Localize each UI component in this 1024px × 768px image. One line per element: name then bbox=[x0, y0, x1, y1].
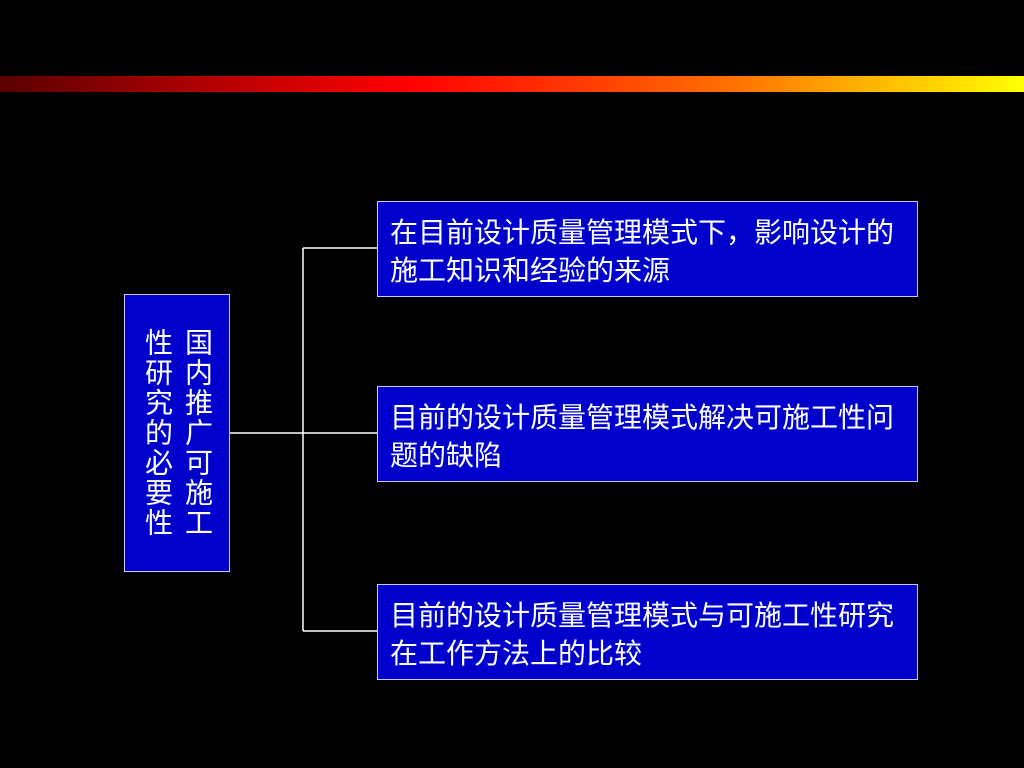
root-node-text-right: 国内推广可施工 bbox=[181, 328, 214, 538]
title-accent-bar bbox=[0, 76, 1024, 92]
branch-node-2: 目前的设计质量管理模式解决可施工性问题的缺陷 bbox=[377, 386, 918, 482]
branch-node-3: 目前的设计质量管理模式与可施工性研究在工作方法上的比较 bbox=[377, 584, 918, 680]
root-node: 国内推广可施工 性研究的必要性 bbox=[124, 294, 230, 572]
branch-node-3-text: 目前的设计质量管理模式与可施工性研究在工作方法上的比较 bbox=[390, 599, 895, 670]
branch-node-1-text: 在目前设计质量管理模式下，影响设计的施工知识和经验的来源 bbox=[390, 216, 895, 287]
branch-node-1: 在目前设计质量管理模式下，影响设计的施工知识和经验的来源 bbox=[377, 201, 918, 297]
branch-node-2-text: 目前的设计质量管理模式解决可施工性问题的缺陷 bbox=[390, 401, 895, 472]
root-node-text-left: 性研究的必要性 bbox=[141, 328, 174, 538]
